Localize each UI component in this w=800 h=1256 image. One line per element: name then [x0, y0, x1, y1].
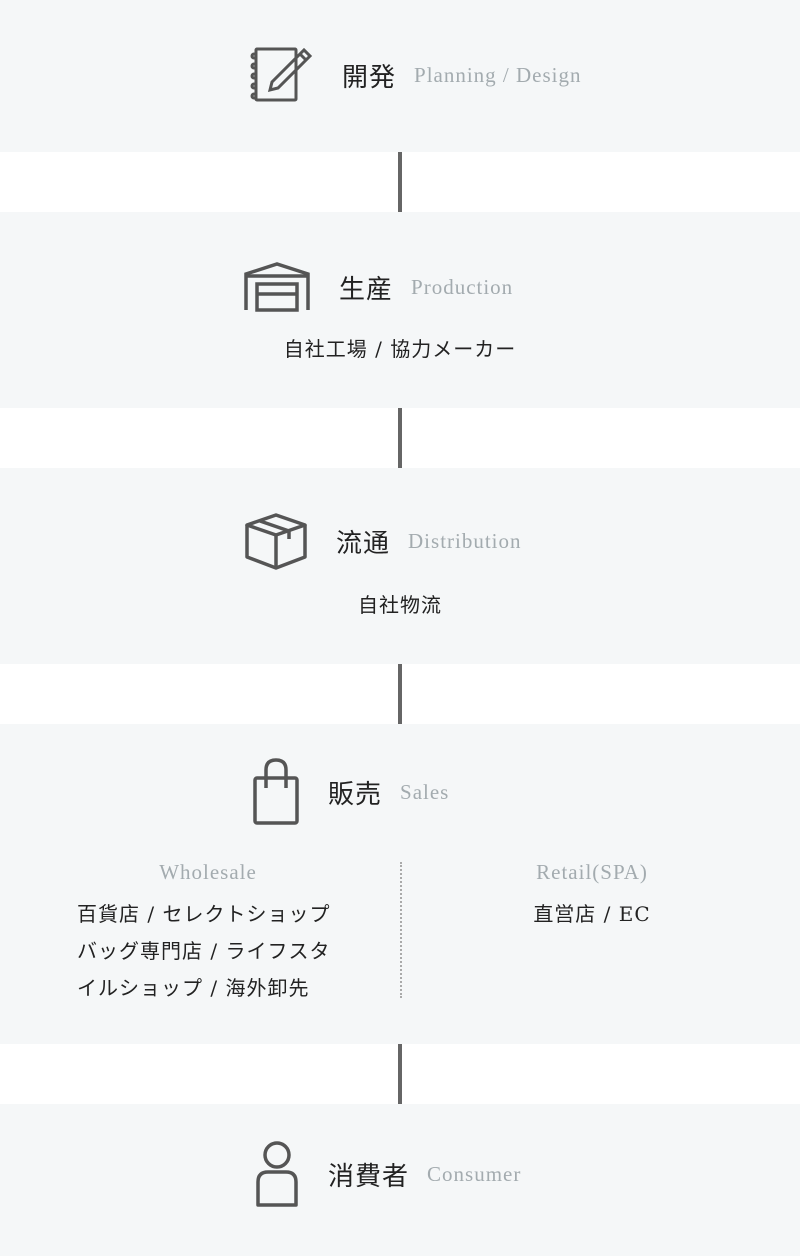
wholesale-list: 百貨店 / セレクトショップ バッグ専門店 / ライフスタ イルショップ / 海… [77, 896, 377, 1007]
connector-line [398, 664, 402, 724]
step-title-jp: 消費者 [328, 1161, 410, 1192]
list-item: イルショップ / 海外卸先 [77, 976, 310, 1000]
column-divider [400, 862, 402, 998]
step-title-jp: 販売 [328, 779, 383, 810]
step-title-en: Production [411, 274, 514, 299]
step-description: 自社工場 / 協力メーカー [283, 337, 517, 361]
step-title-en: Planning / Design [414, 62, 582, 87]
retail-heading: Retail(SPA) [536, 860, 648, 884]
step-title-jp: 開発 [342, 62, 397, 93]
step-distribution: 流通 Distribution 自社物流 [0, 468, 800, 664]
shopping-bag-icon [253, 758, 299, 825]
notebook-pencil-icon [250, 47, 313, 102]
step-description: 自社物流 [358, 593, 442, 617]
step-planning: 開発 Planning / Design [0, 0, 800, 152]
connector-line [398, 1044, 402, 1104]
connector-line [398, 408, 402, 468]
factory-icon [244, 262, 310, 312]
list-item: 直営店 / EC [533, 902, 651, 926]
retail-list: 直営店 / EC [492, 896, 692, 933]
person-icon [256, 1141, 298, 1207]
step-consumer: 消費者 Consumer [0, 1104, 800, 1256]
wholesale-heading: Wholesale [159, 860, 257, 884]
step-title-en: Distribution [408, 528, 522, 553]
step-production: 生産 Production 自社工場 / 協力メーカー [0, 212, 800, 408]
step-title-jp: 生産 [339, 274, 394, 305]
step-title-jp: 流通 [336, 528, 391, 559]
list-item: バッグ専門店 / ライフスタ [77, 939, 331, 963]
connector-line [398, 152, 402, 212]
list-item: 百貨店 / セレクトショップ [77, 902, 331, 926]
step-title-en: Sales [400, 779, 450, 804]
step-title-en: Consumer [427, 1161, 522, 1186]
box-icon [245, 513, 307, 570]
